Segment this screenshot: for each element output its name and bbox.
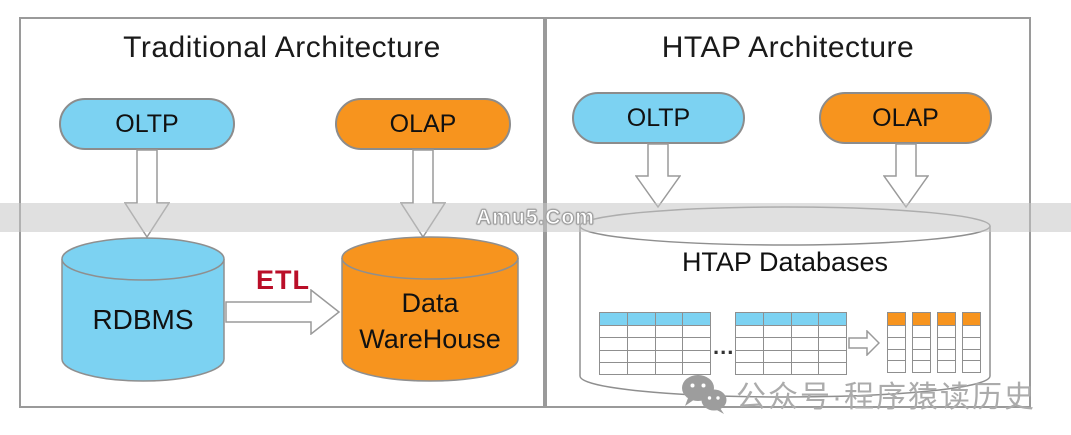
olap-label-left: OLAP bbox=[389, 109, 457, 138]
row-table-icon bbox=[599, 312, 711, 375]
down-arrow-icon bbox=[635, 143, 681, 209]
data-warehouse-label: Data WareHouse bbox=[359, 287, 501, 354]
olap-node-left: OLAP bbox=[335, 98, 511, 150]
column-strip-icon bbox=[887, 312, 906, 373]
htap-databases-label: HTAP Databases bbox=[681, 247, 889, 277]
column-strip-icon bbox=[912, 312, 931, 373]
oltp-node-left: OLTP bbox=[59, 98, 235, 150]
column-strip-icon bbox=[937, 312, 956, 373]
oltp-node-right: OLTP bbox=[572, 92, 745, 144]
olap-label-right: OLAP bbox=[872, 103, 939, 132]
oltp-label-right: OLTP bbox=[626, 103, 691, 132]
footer-watermark-text: 公众号·程序猿读历史 bbox=[736, 381, 1036, 414]
oltp-label-left: OLTP bbox=[115, 109, 179, 138]
column-strip-icon bbox=[962, 312, 981, 373]
right-panel-title: HTAP Architecture bbox=[661, 31, 915, 64]
wechat-icon bbox=[682, 375, 727, 414]
row-table-icon bbox=[735, 312, 847, 375]
data-warehouse-cylinder bbox=[341, 236, 519, 382]
rdbms-label: RDBMS bbox=[92, 303, 194, 335]
footer-watermark: 公众号·程序猿读历史 bbox=[680, 372, 1036, 416]
rdbms-cylinder bbox=[61, 237, 225, 382]
etl-arrow-icon bbox=[225, 289, 341, 335]
ellipsis: ... bbox=[713, 334, 735, 359]
down-arrow-icon bbox=[883, 143, 929, 209]
watermark-band-text: Amu5.Com bbox=[476, 205, 595, 229]
watermark-band: Amu5.Com bbox=[0, 203, 1071, 232]
right-arrow-icon bbox=[848, 330, 880, 356]
olap-node-right: OLAP bbox=[819, 92, 992, 144]
etl-label: ETL bbox=[256, 265, 310, 295]
left-panel-title: Traditional Architecture bbox=[123, 31, 441, 64]
